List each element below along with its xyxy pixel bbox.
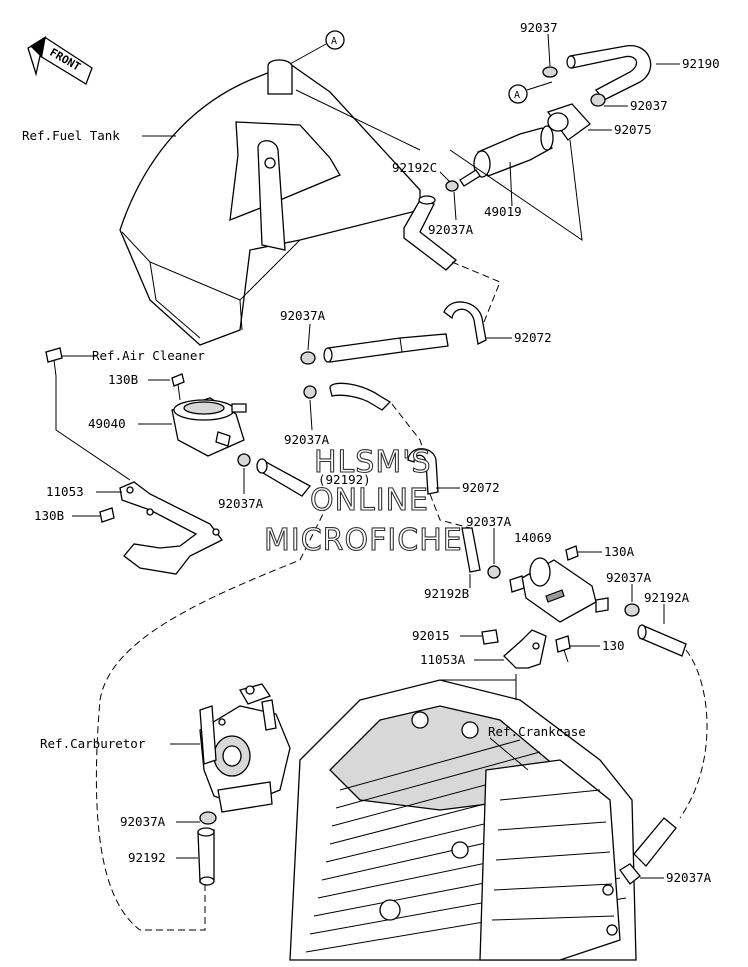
label-92075: 92075 (614, 122, 652, 137)
label-92190: 92190 (682, 56, 720, 71)
ref-crankcase-label: Ref.Crankcase (488, 724, 586, 739)
label-92192A: 92192A (644, 590, 690, 605)
label-92037A-mid: 92037A (280, 308, 326, 323)
carburetor-shape (199, 683, 291, 813)
label-14069: 14069 (514, 530, 552, 545)
label-92192B: 92192B (424, 586, 469, 601)
clamp-92037A-mid2 (303, 385, 317, 399)
clip-92072-mid (407, 448, 439, 495)
connector-a-top: A (289, 30, 345, 65)
hose-92192A (637, 624, 687, 657)
clamp-92037A-mid3 (237, 453, 251, 467)
hose-92190 (566, 45, 652, 101)
hose-92192-paren (256, 458, 311, 497)
svg-text:A: A (331, 36, 337, 47)
label-92192-paren: (92192) (318, 472, 371, 487)
hose-bend-small (329, 382, 392, 411)
label-92037: 92037 (520, 20, 558, 35)
ref-air-cleaner-label: Ref.Air Cleaner (92, 348, 205, 363)
label-49040: 49040 (88, 416, 126, 431)
label-92037b: 92037 (630, 98, 668, 113)
label-130B-top: 130B (108, 372, 138, 387)
hose-lower-right (633, 817, 677, 867)
label-92037A-mid3: 92037A (218, 496, 264, 511)
front-arrow-icon: FRONT (27, 36, 93, 85)
svg-text:ONLINE: ONLINE (310, 483, 429, 518)
label-11053: 11053 (46, 484, 84, 499)
label-92192-bottom: 92192 (128, 850, 166, 865)
svg-text:A: A (514, 90, 520, 101)
label-92037A-r1: 92037A (466, 514, 512, 529)
clamp-92037-top (542, 66, 558, 78)
label-92015: 92015 (412, 628, 450, 643)
fuel-pump-49040 (171, 397, 247, 457)
clip-92072-top (443, 301, 487, 345)
filter-holder-92075 (546, 103, 591, 141)
label-92037A-carb: 92037A (120, 814, 166, 829)
label-130A: 130A (604, 544, 635, 559)
hose-92192B (461, 527, 481, 573)
watermark: HLSM'S ONLINE MICROFICHE (263, 444, 463, 558)
bolt-130B-bottom (99, 507, 115, 523)
clamp-92037A-r2 (624, 603, 640, 617)
leader-lines (62, 33, 680, 879)
nut-92015 (481, 629, 499, 645)
label-92037A-mid2: 92037A (284, 432, 330, 447)
ref-carburetor-label: Ref.Carburetor (40, 736, 146, 751)
label-92192C: 92192C (392, 160, 437, 175)
bolt-130B-top (171, 373, 185, 401)
clamp-92037A-carb (199, 811, 217, 825)
clamp-92037A-mid (300, 351, 316, 365)
label-92037A-r2: 92037A (606, 570, 652, 585)
bracket-11053A (503, 629, 547, 669)
label-130B-bottom: 130B (34, 508, 64, 523)
ref-fuel-tank-label: Ref.Fuel Tank (22, 128, 120, 143)
label-92072-top: 92072 (514, 330, 552, 345)
label-49019: 49019 (484, 204, 522, 219)
svg-text:MICROFICHE: MICROFICHE (264, 523, 463, 558)
crankcase-shape (289, 679, 637, 961)
fuel-pump-14069 (509, 557, 609, 623)
bolt-130 (555, 635, 571, 663)
clamp-92037A-r1 (487, 565, 501, 579)
label-92037A-top: 92037A (428, 222, 474, 237)
label-92037A-bottom-right: 92037A (666, 870, 712, 885)
label-11053A: 11053A (420, 652, 466, 667)
label-92072-mid: 92072 (462, 480, 500, 495)
hose-92192-bottom (197, 827, 215, 886)
bolt-air-cleaner (45, 347, 63, 377)
label-130: 130 (602, 638, 625, 653)
connector-a-right: A (508, 81, 553, 104)
clamp-92037-b (590, 93, 606, 107)
hose-92192C (403, 195, 457, 271)
bracket-11053 (119, 481, 223, 575)
bolt-130A (565, 545, 579, 561)
fuel-filter-49019 (459, 125, 554, 187)
clamp-92037A-top (445, 180, 459, 192)
svg-text:HLSM'S: HLSM'S (314, 445, 432, 480)
clamp-92037A-bottom-right (619, 863, 641, 885)
hose-middle-long (323, 333, 449, 363)
fuel-tank-shape (119, 59, 421, 346)
